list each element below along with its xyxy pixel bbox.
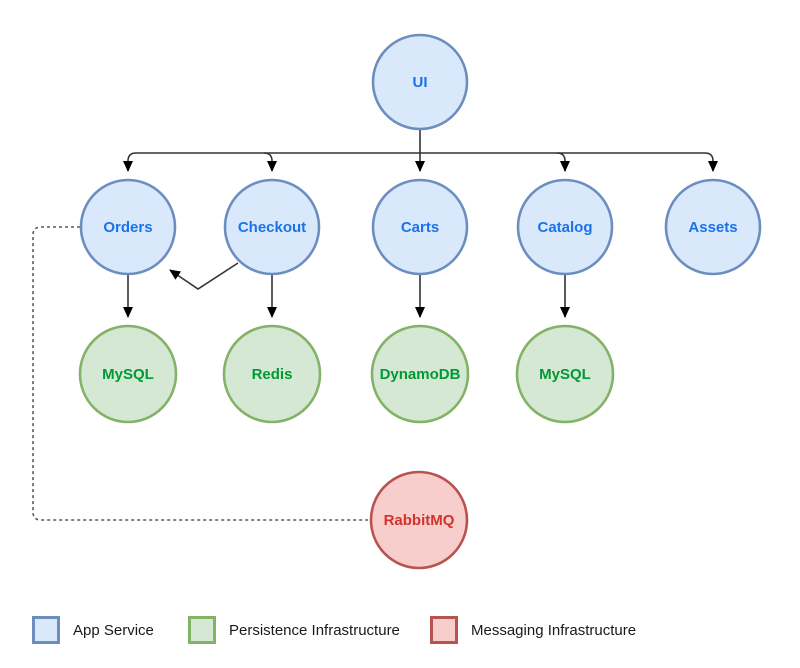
edge-checkout-orders: [169, 262, 239, 290]
node-rabbitmq-label: RabbitMQ: [384, 512, 455, 529]
node-catalog-mysql: MySQL: [515, 324, 615, 424]
node-ui: UI: [371, 33, 469, 131]
diagram-svg: UI Orders Checkout Carts Catalog Assets …: [32, 33, 762, 570]
edge-ui-checkout: [263, 152, 277, 172]
node-orders-mysql-circle: [78, 324, 178, 424]
node-ui-label: UI: [413, 74, 428, 91]
legend-item-persistence: Persistence Infrastructure: [188, 616, 400, 644]
node-carts-circle: [371, 178, 469, 276]
node-dynamodb: DynamoDB: [370, 324, 470, 424]
edge-orders-rabbitmq-dashed: [32, 226, 368, 521]
edge-ui-orders: [123, 152, 137, 172]
node-rabbitmq: RabbitMQ: [369, 470, 469, 570]
node-carts-label: Carts: [401, 219, 439, 236]
app-service-swatch: [32, 616, 60, 644]
node-dynamodb-label: DynamoDB: [380, 366, 461, 383]
edge-ui-assets: [704, 152, 718, 172]
node-catalog-label: Catalog: [537, 219, 592, 236]
node-rabbitmq-circle: [369, 470, 469, 570]
legend-label-app-service: App Service: [73, 621, 154, 639]
node-checkout: Checkout: [223, 178, 321, 276]
node-redis-label: Redis: [252, 366, 293, 383]
node-assets-label: Assets: [688, 219, 737, 236]
node-orders-label: Orders: [103, 219, 152, 236]
node-orders-circle: [79, 178, 177, 276]
legend-item-messaging: Messaging Infrastructure: [430, 616, 636, 644]
node-redis: Redis: [222, 324, 322, 424]
node-orders: Orders: [79, 178, 177, 276]
node-carts: Carts: [371, 178, 469, 276]
node-catalog-mysql-circle: [515, 324, 615, 424]
persistence-swatch: [188, 616, 216, 644]
legend-label-messaging: Messaging Infrastructure: [471, 621, 637, 639]
node-checkout-label: Checkout: [238, 219, 306, 236]
legend-item-app-service: App Service: [32, 616, 154, 644]
node-catalog: Catalog: [516, 178, 614, 276]
node-dynamodb-circle: [370, 324, 470, 424]
node-assets: Assets: [664, 178, 762, 276]
node-orders-mysql-label: MySQL: [102, 366, 154, 383]
node-orders-mysql: MySQL: [78, 324, 178, 424]
messaging-swatch: [430, 616, 458, 644]
node-catalog-circle: [516, 178, 614, 276]
legend-label-persistence: Persistence Infrastructure: [229, 621, 400, 639]
node-redis-circle: [222, 324, 322, 424]
node-catalog-mysql-label: MySQL: [539, 366, 591, 383]
legend: App Service Persistence Infrastructure M…: [0, 612, 800, 652]
edge-ui-catalog: [556, 152, 570, 172]
node-assets-circle: [664, 178, 762, 276]
node-checkout-circle: [223, 178, 321, 276]
node-ui-circle: [371, 33, 469, 131]
